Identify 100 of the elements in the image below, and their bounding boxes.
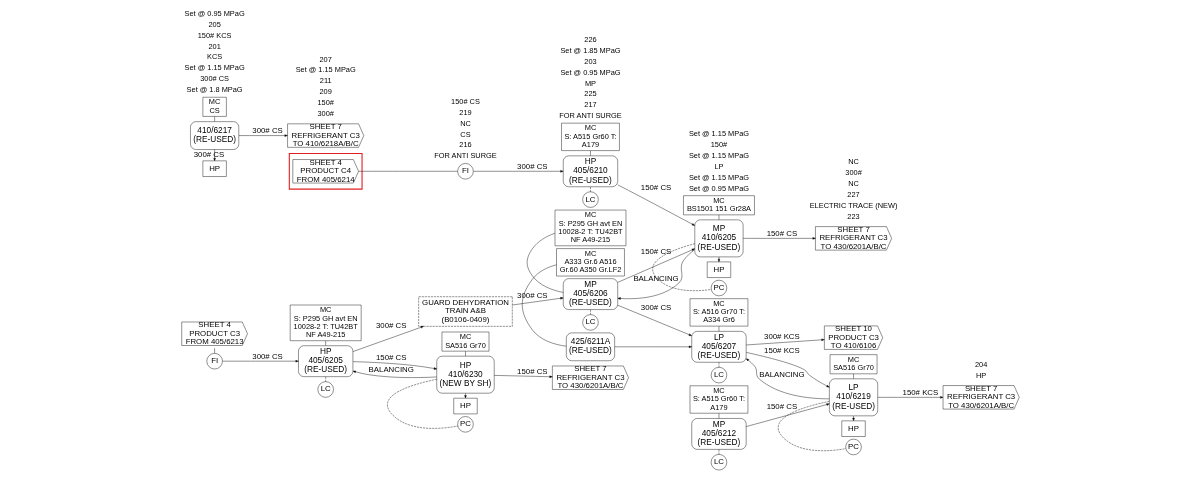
label: 150# <box>710 139 727 149</box>
node-box: HP 405/6210 (RE-USED) <box>562 155 618 187</box>
node-box: MC SA516 Gr70 <box>829 354 877 375</box>
arrow <box>745 338 824 346</box>
edge-label: BALANCING <box>632 273 679 283</box>
node-box: HP <box>841 420 865 437</box>
label: 150# CS <box>450 96 480 106</box>
arrow <box>617 184 695 226</box>
arrow <box>614 345 692 348</box>
node-circle: LC <box>710 367 727 384</box>
label: 227 <box>846 190 860 200</box>
arrow <box>352 370 437 378</box>
cluster <box>288 152 363 190</box>
node-circle: PC <box>456 416 474 433</box>
node-circle: LC <box>710 454 727 471</box>
edge-label: 150# KCS <box>902 387 938 397</box>
arrow <box>463 393 467 399</box>
edge-label: 150# KCS <box>763 346 800 356</box>
label: HP <box>975 370 986 380</box>
edge-label: 150# CS <box>640 183 671 193</box>
node-circle: LC <box>317 381 334 398</box>
node-circle: LC <box>581 314 599 331</box>
edge-label: 300# CS <box>640 302 671 312</box>
edge-label: 150# CS <box>516 366 548 376</box>
node-box: MC S: A515 Gr60 T: A179 <box>560 122 620 151</box>
arrow <box>745 403 829 427</box>
arrow <box>511 297 563 306</box>
label: NC <box>459 118 471 128</box>
label: Set @ 0.95 MPaG <box>559 67 621 77</box>
arrow <box>717 256 720 262</box>
edge-label: 150# CS <box>640 246 671 256</box>
label: 300# CS <box>199 74 229 84</box>
node-box: MC S: P295 GH avt EN 10028-2 T: TU42BT NF A49-215 <box>289 304 361 341</box>
label: Set @ 1.15 MPaG <box>688 172 749 182</box>
label: 207 <box>319 54 332 64</box>
node-box: MP 405/6212 (RE-USED) <box>691 418 746 450</box>
edge-label: 150# CS <box>766 228 797 238</box>
label: FOR ANTI SURGE <box>558 111 622 121</box>
arrow <box>745 352 830 388</box>
edge-label: 300# CS <box>516 161 548 171</box>
arrow <box>617 305 692 336</box>
label: 217 <box>583 100 597 110</box>
label: 225 <box>583 89 597 99</box>
label: Set @ 1.15 MPaG <box>688 129 749 139</box>
label: 150# <box>316 98 334 108</box>
label: NC <box>847 157 859 167</box>
arrow <box>617 249 695 300</box>
node-box: 425/6211A (RE-USED) <box>565 332 615 361</box>
node-box: MP 405/6206 (RE-USED) <box>562 278 618 310</box>
edge-label: 300# CS <box>516 290 548 300</box>
label: Set @ 1.15 MPaG <box>295 65 356 75</box>
node-circle: FI <box>456 163 474 180</box>
label: 300# <box>844 168 862 178</box>
arrow <box>493 375 553 378</box>
label: 300# <box>316 109 334 119</box>
label: FOR ANTI SURGE <box>433 151 497 161</box>
label: Set @ 1.15 MPaG <box>688 150 749 160</box>
arrow <box>742 237 816 240</box>
node-box: 410/6217 (RE-USED) <box>189 121 239 150</box>
arrow <box>851 415 855 421</box>
edge-label: 300# CS <box>251 126 283 136</box>
node-box: MC CS <box>202 97 227 117</box>
label: Set @ 0.95 MPaG <box>184 8 245 18</box>
label: 203 <box>583 56 597 66</box>
label: NC <box>847 179 859 189</box>
label: 209 <box>319 87 332 97</box>
edge-label: 300# CS <box>193 150 224 160</box>
label: Set @ 0.95 MPaG <box>688 183 749 193</box>
label: ELECTRIC TRACE (NEW) <box>809 200 897 210</box>
edge-label: 150# CS <box>766 401 797 411</box>
edge-label: 150# CS <box>375 352 406 362</box>
label: 219 <box>458 107 472 117</box>
node-circle: LC <box>581 191 599 208</box>
label: CS <box>459 129 471 139</box>
label: 216 <box>458 140 472 150</box>
arrow <box>238 134 288 137</box>
arrow <box>221 360 299 363</box>
label: 150# KCS <box>197 30 231 40</box>
arrow <box>352 326 424 352</box>
edge-label: BALANCING <box>758 369 805 379</box>
label: 223 <box>846 211 860 221</box>
arrow <box>472 170 563 173</box>
node-circle: PC <box>710 279 727 297</box>
label: 204 <box>974 359 987 369</box>
node-box: MC S: A516 Gr70 T: A334 Gr6 <box>689 298 748 327</box>
label: 226 <box>583 34 597 44</box>
edge-label: 300# CS <box>251 351 283 361</box>
label: KCS <box>206 52 222 62</box>
label: Set @ 1.85 MPaG <box>559 45 621 55</box>
node-circle: PC <box>845 438 862 456</box>
label: 211 <box>319 76 332 86</box>
node-box: MC S: A515 Gr60 T: A179 <box>689 385 748 414</box>
label: 205 <box>207 19 221 29</box>
label: LP <box>713 161 723 171</box>
node-box: MC A333 Gr.6 A516 Gr.60 A350 Gr.LF2 <box>555 248 625 277</box>
label: Set @ 1.15 MPaG <box>184 63 245 73</box>
node-box: HP <box>706 261 731 278</box>
node-box: LP 405/6207 (RE-USED) <box>691 331 746 363</box>
node-circle: FI <box>206 353 223 370</box>
arrow <box>745 358 830 400</box>
